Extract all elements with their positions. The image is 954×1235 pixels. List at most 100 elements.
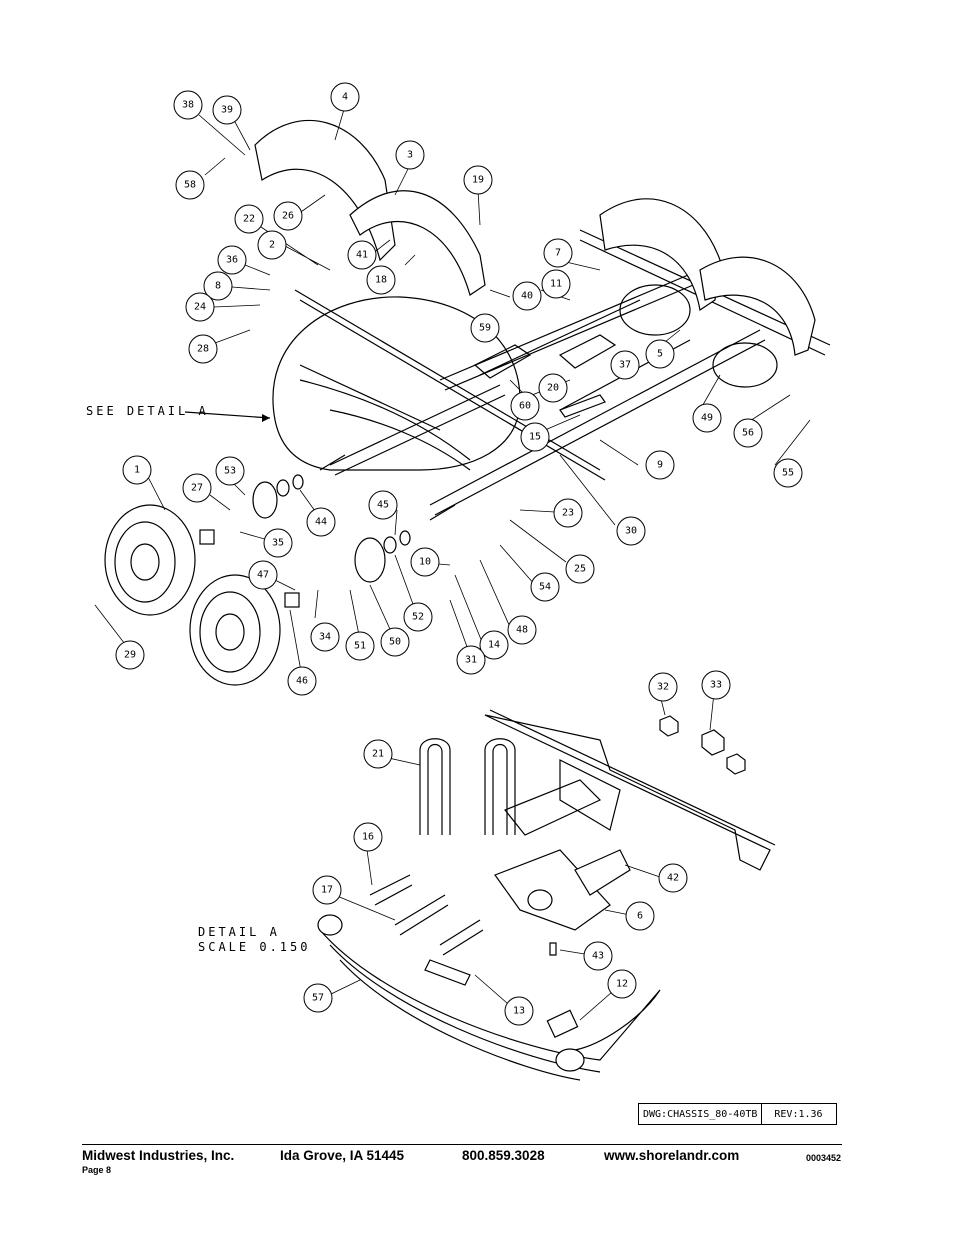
callout-circle xyxy=(345,631,375,661)
callout-circle xyxy=(504,996,534,1026)
callout-circle xyxy=(610,350,640,380)
callout-circle xyxy=(616,516,646,546)
callout-number: 28 xyxy=(197,344,209,355)
callout-number: 45 xyxy=(377,500,389,511)
footer-location: Ida Grove, IA 51445 xyxy=(280,1148,405,1163)
callout-33: 33 xyxy=(701,670,731,700)
callout-circle xyxy=(115,640,145,670)
callout-circle xyxy=(395,140,425,170)
callout-circle xyxy=(645,339,675,369)
detail-a-drawing xyxy=(317,709,776,1081)
callout-circle xyxy=(263,528,293,558)
callout-number: 52 xyxy=(412,612,424,623)
callout-number: 17 xyxy=(321,885,333,896)
callout-circle xyxy=(648,672,678,702)
callout-circle xyxy=(510,391,540,421)
callout-number: 1 xyxy=(134,465,140,476)
callout-number: 4 xyxy=(342,92,348,103)
drawing-number: DWG:CHASSIS_80-40TB xyxy=(643,1108,758,1120)
callout-circle xyxy=(173,90,203,120)
callout-number: 22 xyxy=(243,214,255,225)
footer-rule xyxy=(82,1144,842,1145)
callout-circle xyxy=(212,95,242,125)
callout-circle xyxy=(188,334,218,364)
callout-circle xyxy=(553,498,583,528)
callout-circle xyxy=(273,201,303,231)
callout-circle xyxy=(403,602,433,632)
footer-company: Midwest Industries, Inc. xyxy=(82,1148,235,1163)
callout-37: 37 xyxy=(610,350,640,380)
callout-number: 9 xyxy=(657,460,663,471)
callout-number: 16 xyxy=(362,832,374,843)
callout-circle xyxy=(470,313,500,343)
callout-number: 13 xyxy=(513,1006,525,1017)
callout-41: 41 xyxy=(347,240,377,270)
callout-circle xyxy=(701,670,731,700)
callout-number: 2 xyxy=(269,240,275,251)
callout-circle xyxy=(185,292,215,322)
callout-3: 3 xyxy=(395,140,425,170)
callout-number: 51 xyxy=(354,641,366,652)
callout-number: 7 xyxy=(555,248,561,259)
callout-circle xyxy=(203,271,233,301)
callout-number: 33 xyxy=(710,680,722,691)
callout-49: 49 xyxy=(692,403,722,433)
callout-circle xyxy=(248,560,278,590)
drawing-title-block: DWG:CHASSIS_80-40TB REV:1.36 xyxy=(638,1103,837,1125)
callout-22: 22 xyxy=(234,204,264,234)
callout-48: 48 xyxy=(507,615,537,645)
callout-18: 18 xyxy=(366,265,396,295)
see-detail-label: SEE DETAIL A xyxy=(86,404,209,418)
callout-number: 41 xyxy=(356,250,368,261)
callout-60: 60 xyxy=(510,391,540,421)
callout-32: 32 xyxy=(648,672,678,702)
callout-8: 8 xyxy=(203,271,233,301)
wheels xyxy=(104,504,281,686)
callout-number: 25 xyxy=(574,564,586,575)
callout-55: 55 xyxy=(773,458,803,488)
leader-lines xyxy=(94,105,811,1021)
callout-number: 54 xyxy=(539,582,551,593)
callout-circle xyxy=(512,281,542,311)
document-number: 0003452 xyxy=(806,1153,842,1163)
callout-20: 20 xyxy=(538,373,568,403)
hub-assemblies xyxy=(199,454,456,608)
callout-circle xyxy=(363,739,393,769)
detail-a-bubble xyxy=(184,296,521,471)
callout-number: 57 xyxy=(312,993,324,1004)
callout-circle xyxy=(306,507,336,537)
callout-16: 16 xyxy=(353,822,383,852)
callout-number: 49 xyxy=(701,413,713,424)
callout-circle xyxy=(366,265,396,295)
callout-circle xyxy=(530,572,560,602)
callout-27: 27 xyxy=(182,473,212,503)
callout-10: 10 xyxy=(410,547,440,577)
callout-9: 9 xyxy=(645,450,675,480)
callout-circle xyxy=(287,666,317,696)
callout-circle xyxy=(410,547,440,577)
callout-circle xyxy=(538,373,568,403)
callout-number: 20 xyxy=(547,383,559,394)
callout-number: 23 xyxy=(562,508,574,519)
callout-12: 12 xyxy=(607,969,637,999)
callout-number: 6 xyxy=(637,911,643,922)
callout-circle xyxy=(175,170,205,200)
callout-44: 44 xyxy=(306,507,336,537)
callout-number: 30 xyxy=(625,526,637,537)
callout-23: 23 xyxy=(553,498,583,528)
callout-50: 50 xyxy=(380,627,410,657)
drawing-revision: REV:1.36 xyxy=(774,1108,823,1120)
callout-circle xyxy=(645,450,675,480)
callout-number: 29 xyxy=(124,650,136,661)
callout-1: 1 xyxy=(122,455,152,485)
callout-number: 46 xyxy=(296,676,308,687)
callout-circle xyxy=(607,969,637,999)
footer-website: www.shorelandr.com xyxy=(604,1148,740,1163)
callout-number: 8 xyxy=(215,281,221,292)
detail-title-label: DETAIL A xyxy=(198,925,280,939)
callout-number: 37 xyxy=(619,360,631,371)
callout-number: 19 xyxy=(472,175,484,186)
callout-number: 5 xyxy=(657,349,663,360)
callout-7: 7 xyxy=(543,238,573,268)
